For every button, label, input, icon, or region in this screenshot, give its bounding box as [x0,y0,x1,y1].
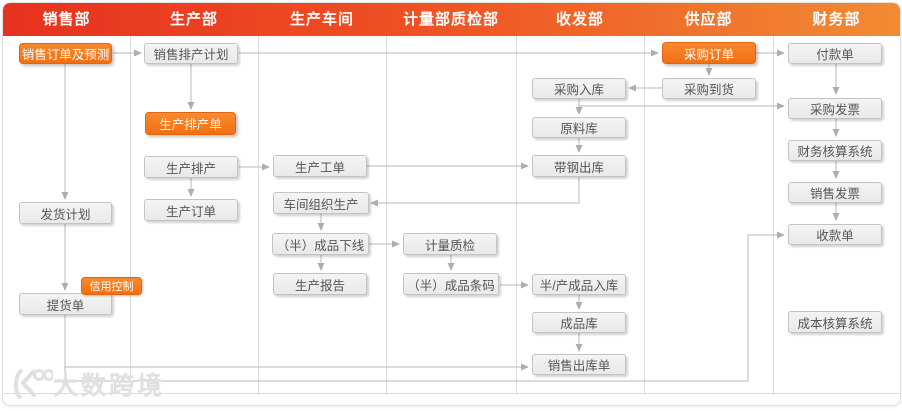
lane-header-supply: 供应部 [684,11,733,28]
node-receipt-slip: 收款单 [788,224,882,245]
node-payment-slip: 付款单 [788,43,882,64]
badge-credit-control: 信用控制 [81,277,142,295]
node-sales-invoice: 销售发票 [788,182,882,203]
lane-header-workshop: 生产车间 [289,11,354,28]
lane-divider [386,36,387,395]
node-production-order: 生产订单 [144,199,238,221]
node-sales-scheduling-plan: 销售排产计划 [144,43,238,64]
lane-header-sales: 销售部 [42,11,91,28]
node-purchase-inbound: 采购入库 [532,78,626,99]
lane-bottom-border [3,393,900,394]
node-semi-finished-offline: （半）成品下线 [272,233,369,255]
node-financial-accounting-system: 财务核算系统 [788,140,882,161]
node-sales-outbound-order: 销售出库单 [532,354,626,375]
lane-header-bar: 销售部 生产部 生产车间 计量部质检部 收发部 供应部 财务部 [3,3,900,36]
node-work-order: 生产工单 [273,155,367,177]
lane-header-production: 生产部 [169,11,218,28]
node-semi-finished-inbound: 半/产成品入库 [532,274,626,295]
node-semi-finished-barcode: （半）成品条码 [403,273,499,295]
lane-divider [516,36,517,395]
node-finished-goods-store: 成品库 [532,312,626,333]
lane-divider [258,36,259,395]
connectors-layer [61,49,840,382]
node-production-scheduling: 生产排产 [144,156,238,178]
node-shipping-plan: 发货计划 [19,202,112,224]
lane-divider [644,36,645,395]
node-strip-steel-outbound: 带钢出库 [532,155,626,177]
node-production-report: 生产报告 [273,273,367,295]
lane-divider [130,36,131,395]
lane-divider [773,36,774,395]
node-metering-qc: 计量质检 [403,233,497,255]
diagram-frame: 销售部 生产部 生产车间 计量部质检部 收发部 供应部 财务部 [2,2,901,406]
node-workshop-production: 车间组织生产 [273,192,369,214]
node-sales-order-forecast: 销售订单及预测 [19,43,112,64]
node-raw-material-store: 原料库 [532,117,626,138]
node-production-schedule-order: 生产排产单 [145,112,236,135]
lane-header-finance: 财务部 [812,11,861,28]
lane-header-receiving: 收发部 [555,11,604,28]
node-purchase-invoice: 采购发票 [788,98,882,119]
node-purchase-arrival: 采购到货 [662,78,756,99]
lane-header-metrology-qc: 计量部质检部 [402,11,499,28]
node-pickup-slip: 提货单 [19,293,112,315]
node-purchase-order: 采购订单 [662,42,756,64]
edge-pickup-salesout [64,315,529,371]
edge-pickup-receipt [64,231,785,382]
edge-stripout-workshopprod [370,177,580,207]
node-cost-accounting-system: 成本核算系统 [788,311,882,333]
